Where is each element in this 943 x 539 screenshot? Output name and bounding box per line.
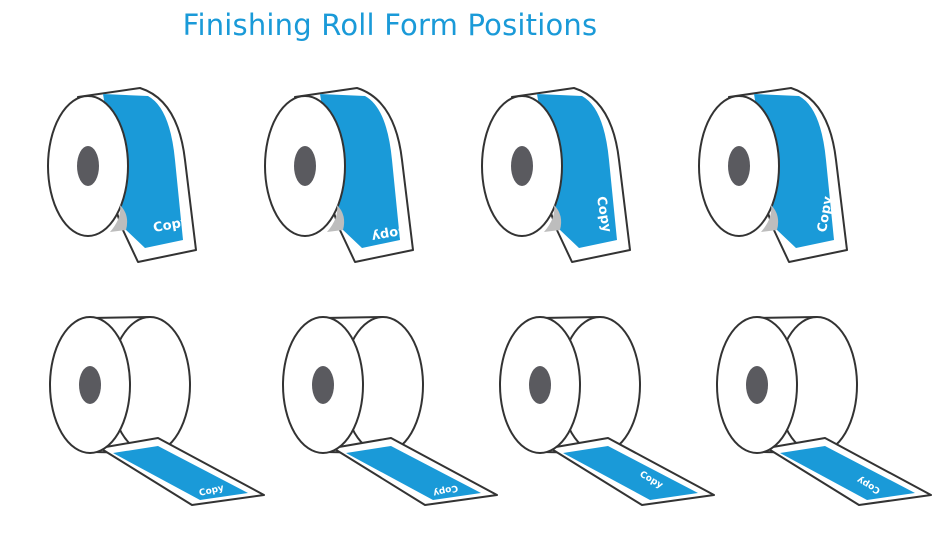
top-roll-3: Copy xyxy=(481,87,631,263)
top-roll-1-copy-label: Copy xyxy=(152,215,191,236)
bottom-roll-1: Copy xyxy=(49,314,265,506)
top-roll-1: Copy xyxy=(47,87,197,263)
bottom-roll-4: Copy xyxy=(716,314,932,506)
top-roll-2: Copy xyxy=(264,87,414,263)
page-title: Finishing Roll Form Positions xyxy=(182,8,598,42)
top-roll-2-copy-label: Copy xyxy=(370,223,409,244)
bottom-roll-3: Copy xyxy=(499,314,715,506)
top-roll-4-copy-label: Copy xyxy=(815,195,836,234)
top-roll-4: Copy xyxy=(698,87,848,263)
top-roll-3-copy-label: Copy xyxy=(593,195,614,234)
bottom-roll-2: Copy xyxy=(282,314,498,506)
